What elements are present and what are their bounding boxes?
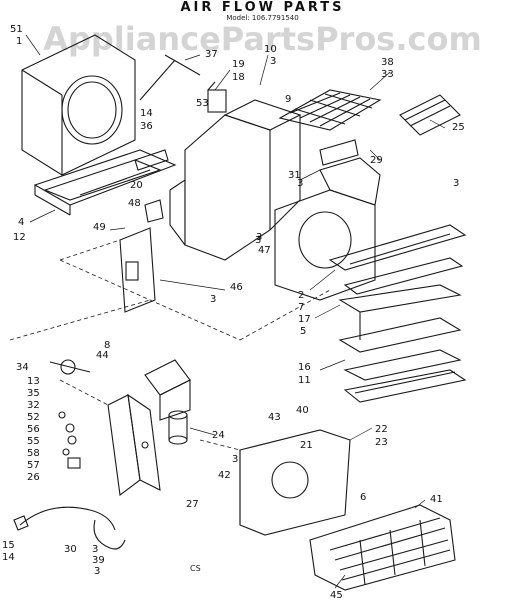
power-cord-part: [13, 506, 116, 531]
callout-label: 30: [64, 544, 77, 555]
callout-label: 3: [255, 235, 261, 246]
callout-label: 53: [196, 98, 209, 109]
callout-label: 45: [330, 590, 343, 600]
callout-label: 1: [16, 36, 22, 47]
callout-label: 7: [298, 302, 304, 313]
fan-motor-part: [49, 359, 91, 375]
callout-label: 6: [360, 492, 366, 503]
callout-label: 16: [298, 362, 311, 373]
bracket-31-part: [319, 139, 359, 166]
callout-label: 33: [381, 69, 394, 80]
callout-label: 20: [130, 180, 143, 191]
callout-label: 48: [128, 198, 141, 209]
callout-label: 14: [140, 108, 153, 119]
side-panel-part: [107, 393, 161, 497]
callout-label: 3: [256, 232, 262, 243]
motor-bracket-part: [144, 359, 191, 421]
rear-frame-part: [239, 429, 351, 536]
callout-label: 55: [27, 436, 40, 447]
callout-label: 10: [264, 44, 277, 55]
bracket-19-part: [207, 81, 227, 113]
callout-label: 19: [232, 59, 245, 70]
callout-label: 41: [430, 494, 443, 505]
partition-box-part: [169, 99, 302, 261]
rod-part: [139, 59, 176, 101]
callout-label: 44: [96, 350, 109, 361]
callout-label: 38: [381, 57, 394, 68]
callout-label: 58: [27, 448, 40, 459]
callout-label: 51: [10, 24, 23, 35]
callout-labels: 51 1 37 19 18 10 3 38 33 53 14 36 9 25 2…: [2, 24, 465, 600]
bracket-20-part: [134, 149, 169, 171]
diagram-title: AIR FLOW PARTS: [180, 0, 345, 15]
callout-label: 32: [27, 400, 40, 411]
callout-label: 3: [270, 56, 276, 67]
callout-label: 26: [27, 472, 40, 483]
callout-label: 22: [375, 424, 388, 435]
callout-label: 2: [298, 290, 304, 301]
footer-code: CS: [190, 564, 201, 573]
assembly-guide-lines: [9, 239, 331, 451]
scroll-shroud-part: [274, 157, 381, 301]
callout-label: 42: [218, 470, 231, 481]
filter-grid-part: [278, 89, 382, 131]
callout-label: 3: [297, 178, 303, 189]
callout-label: 43: [268, 412, 281, 423]
callout-label: 15: [2, 540, 15, 551]
callout-label: 57: [27, 460, 40, 471]
callout-label: 17: [298, 314, 311, 325]
callout-label: 8: [104, 340, 110, 351]
callout-label: 23: [375, 437, 388, 448]
callout-label: 40: [296, 405, 309, 416]
rail-part: [328, 224, 467, 295]
callout-label: 25: [452, 122, 465, 133]
callout-label: 12: [13, 232, 26, 243]
coil-part: [343, 369, 467, 403]
model-number: Model: 106.7791540: [226, 14, 299, 22]
front-panel-part: [21, 34, 136, 176]
callout-label: 14: [2, 552, 15, 563]
base-pan-part: [33, 149, 177, 216]
control-panel-part: [399, 94, 461, 136]
wire-harness-part: [93, 519, 126, 550]
callout-label: 52: [27, 412, 40, 423]
control-box-part: [119, 199, 164, 313]
hardware-stack-part: [58, 411, 81, 469]
callout-label: 3: [92, 544, 98, 555]
callout-label: 13: [27, 376, 40, 387]
callout-label: 24: [212, 430, 225, 441]
callout-label: 18: [232, 72, 245, 83]
callout-label: 49: [93, 222, 106, 233]
callout-label: 34: [16, 362, 29, 373]
callout-label: 3: [453, 178, 459, 189]
callout-label: 27: [186, 499, 199, 510]
callout-label: 29: [370, 155, 383, 166]
callout-label: 36: [140, 121, 153, 132]
callout-label: 9: [285, 94, 291, 105]
callout-label: 3: [210, 294, 216, 305]
callout-label: 5: [300, 326, 306, 337]
callout-label: 11: [298, 375, 311, 386]
callout-label: 4: [18, 217, 24, 228]
capacitor-part: [168, 410, 188, 445]
callout-label: 35: [27, 388, 40, 399]
louver-grille-part: [309, 504, 456, 591]
callout-label: 37: [205, 49, 218, 60]
callout-label: 39: [92, 555, 105, 566]
callout-label: 46: [230, 282, 243, 293]
callout-label: 3: [94, 566, 100, 577]
callout-label: 3: [232, 454, 238, 465]
callout-label: 47: [258, 245, 271, 256]
callout-label: 31: [288, 170, 301, 181]
callout-label: 21: [300, 440, 313, 451]
evaporator-part: [338, 284, 462, 381]
callout-label: 56: [27, 424, 40, 435]
leader-lines: [25, 34, 446, 589]
